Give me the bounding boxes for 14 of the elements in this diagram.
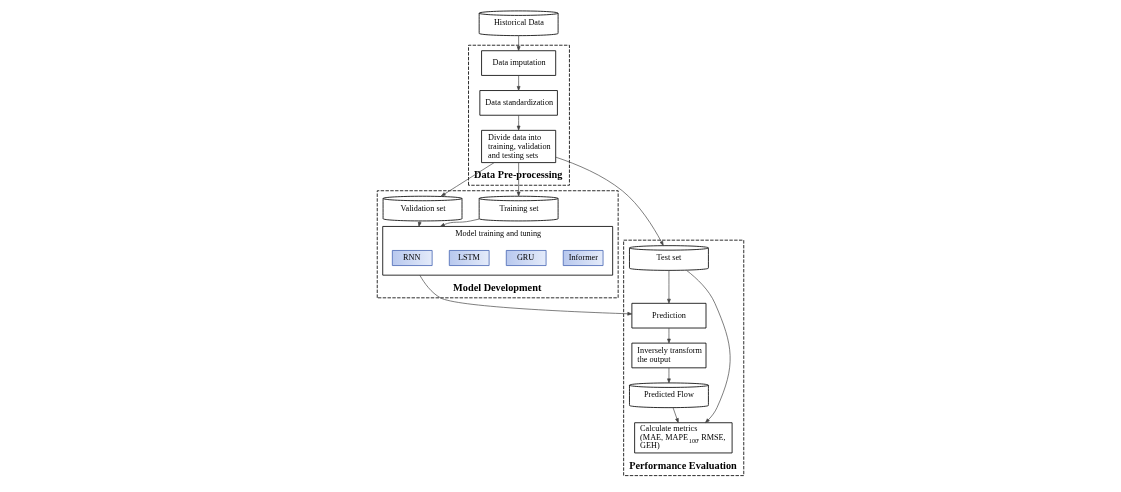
arrow [667, 270, 671, 304]
arrow [417, 220, 422, 227]
arrow [419, 274, 633, 316]
arrow [516, 162, 521, 197]
arrow [440, 162, 495, 197]
arrow [667, 367, 671, 384]
arrow [672, 407, 679, 423]
arrow [686, 270, 731, 423]
arrow [440, 218, 480, 227]
arrow [555, 156, 664, 246]
arrow [516, 35, 521, 52]
arrow [667, 327, 671, 344]
arrow [516, 115, 521, 131]
arrow [516, 75, 521, 91]
